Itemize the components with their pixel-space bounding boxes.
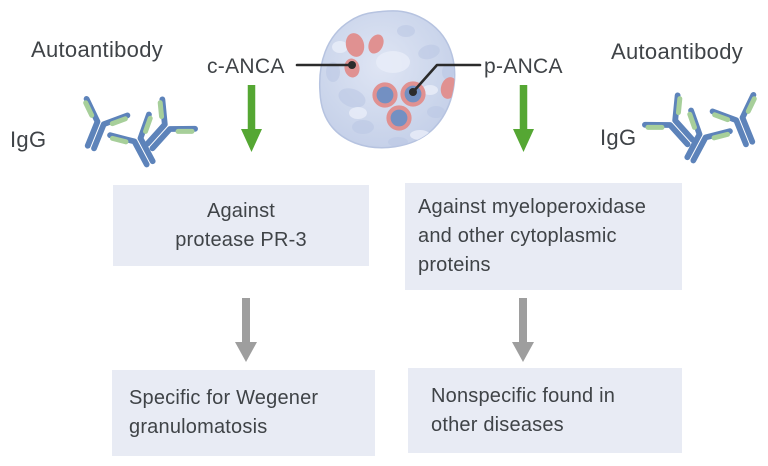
box-line: Against myeloperoxidase	[418, 196, 647, 218]
igg-antibody-icon	[70, 99, 127, 155]
autoantibody-label-right: Autoantibody	[611, 39, 744, 64]
cell-body	[318, 10, 456, 149]
igg-label-right: IgG	[600, 125, 637, 150]
p-anca-target-box: Against myeloperoxidase and other cytopl…	[405, 183, 682, 290]
p-anca-pointer-line	[409, 63, 482, 96]
pointer-dot	[348, 61, 356, 69]
igg-antibody-cluster-left	[70, 99, 195, 173]
c-anca-target-box: Against protease PR-3	[113, 185, 369, 266]
nucleus-lobe-icon	[372, 82, 398, 108]
box-line: proteins	[418, 254, 491, 276]
cell-texture	[326, 25, 455, 147]
box-line: other diseases	[431, 413, 564, 436]
pointer-dot	[409, 88, 417, 96]
igg-antibody-cluster-right	[645, 95, 768, 169]
box-line: Against	[206, 199, 276, 222]
granule-icon	[345, 33, 365, 57]
box-line: Nonspecific found in	[431, 384, 616, 407]
c-anca-pointer-line	[295, 61, 356, 69]
nucleus-lobe-icon	[386, 105, 412, 131]
c-anca-result-box: Specific for Wegener granulomatosis	[112, 370, 375, 456]
box-line: and other cytoplasmic	[418, 225, 617, 247]
igg-antibody-icon	[713, 95, 768, 151]
down-arrow-gray-right	[512, 298, 534, 362]
box-line: protease PR-3	[175, 228, 307, 251]
p-anca-label: p-ANCA	[484, 55, 563, 78]
c-anca-label: c-ANCA	[207, 55, 285, 78]
box-line: granulomatosis	[129, 416, 268, 438]
igg-label-left: IgG	[10, 127, 47, 152]
autoantibody-label-left: Autoantibody	[31, 37, 164, 62]
down-arrow-gray-left	[235, 298, 257, 362]
down-arrow-green-right	[513, 85, 534, 152]
neutrophil-cell-illustration	[318, 10, 456, 149]
box-line: Specific for Wegener	[129, 387, 319, 409]
p-anca-result-box: Nonspecific found in other diseases	[408, 368, 682, 453]
down-arrow-green-left	[241, 85, 262, 152]
granule-icon	[368, 34, 384, 54]
